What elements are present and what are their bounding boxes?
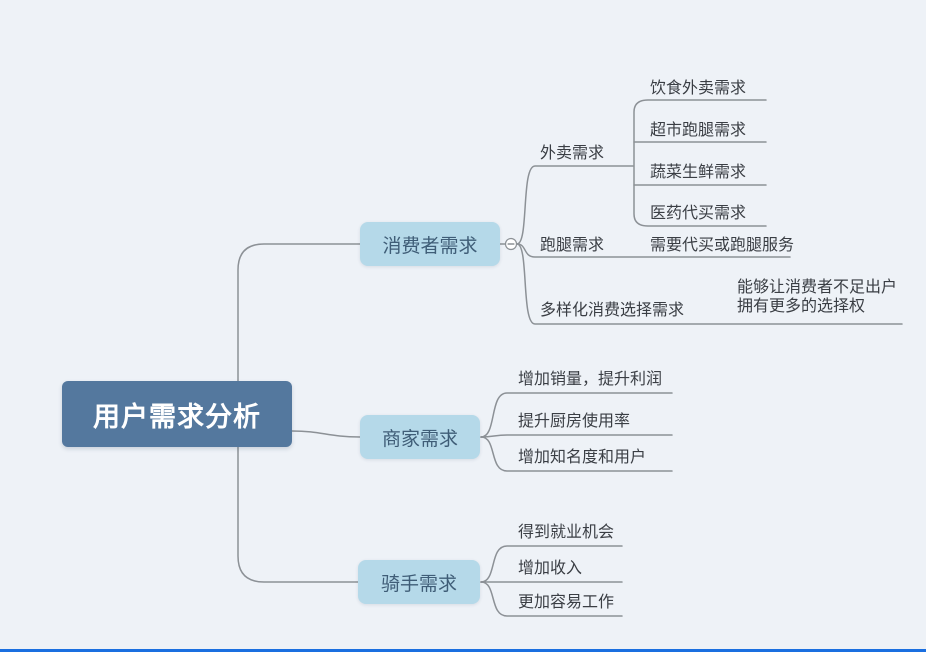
topic-increase-fame-users[interactable]: 增加知名度和用户 — [518, 449, 647, 466]
topic-easier-work[interactable]: 更加容易工作 — [518, 594, 615, 611]
root-branch-connectors — [237, 243, 361, 583]
merchant-subtopic-connectors — [480, 392, 673, 472]
topic-errand-need-note[interactable]: 需要代买或跑腿服务 — [650, 237, 795, 254]
topic-employment-opportunity[interactable]: 得到就业机会 — [518, 524, 615, 541]
topic-variety-choice-note[interactable]: 能够让消费者不足出户 拥有更多的选择权 — [737, 278, 897, 316]
root-topic[interactable]: 用户需求分析 — [62, 381, 292, 447]
branch-topic-consumer-label: 消费者需求 — [382, 235, 478, 257]
rider-subtopic-connectors — [480, 545, 623, 617]
topic-takeout-need[interactable]: 外卖需求 — [540, 145, 605, 162]
branch-topic-rider[interactable]: 骑手需求 — [358, 560, 480, 604]
branch-topic-rider-label: 骑手需求 — [380, 573, 457, 595]
topic-kitchen-utilization[interactable]: 提升厨房使用率 — [518, 413, 631, 430]
collapse-toggle-minus-icon[interactable] — [504, 237, 518, 251]
bottom-accent-bar — [0, 649, 926, 652]
topic-supermarket-errand-need[interactable]: 超市跑腿需求 — [650, 122, 747, 139]
branch-topic-consumer[interactable]: 消费者需求 — [360, 222, 500, 266]
variety-note-line2: 拥有更多的选择权 — [737, 298, 866, 315]
variety-note-line1: 能够让消费者不足出户 — [737, 279, 898, 296]
topic-medicine-purchase-need[interactable]: 医药代买需求 — [650, 205, 747, 222]
topic-variety-choice-need[interactable]: 多样化消费选择需求 — [540, 302, 685, 319]
consumer-subtopic-connectors — [499, 99, 903, 325]
topic-increase-sales-profit[interactable]: 增加销量，提升利润 — [518, 371, 663, 388]
branch-topic-merchant-label: 商家需求 — [381, 428, 458, 450]
topic-increase-income[interactable]: 增加收入 — [518, 560, 583, 577]
branch-topic-merchant[interactable]: 商家需求 — [360, 415, 480, 459]
root-topic-label: 用户需求分析 — [93, 401, 261, 432]
topic-errand-need[interactable]: 跑腿需求 — [540, 237, 605, 254]
topic-fresh-produce-need[interactable]: 蔬菜生鲜需求 — [650, 164, 747, 181]
topic-food-delivery-need[interactable]: 饮食外卖需求 — [650, 80, 747, 97]
